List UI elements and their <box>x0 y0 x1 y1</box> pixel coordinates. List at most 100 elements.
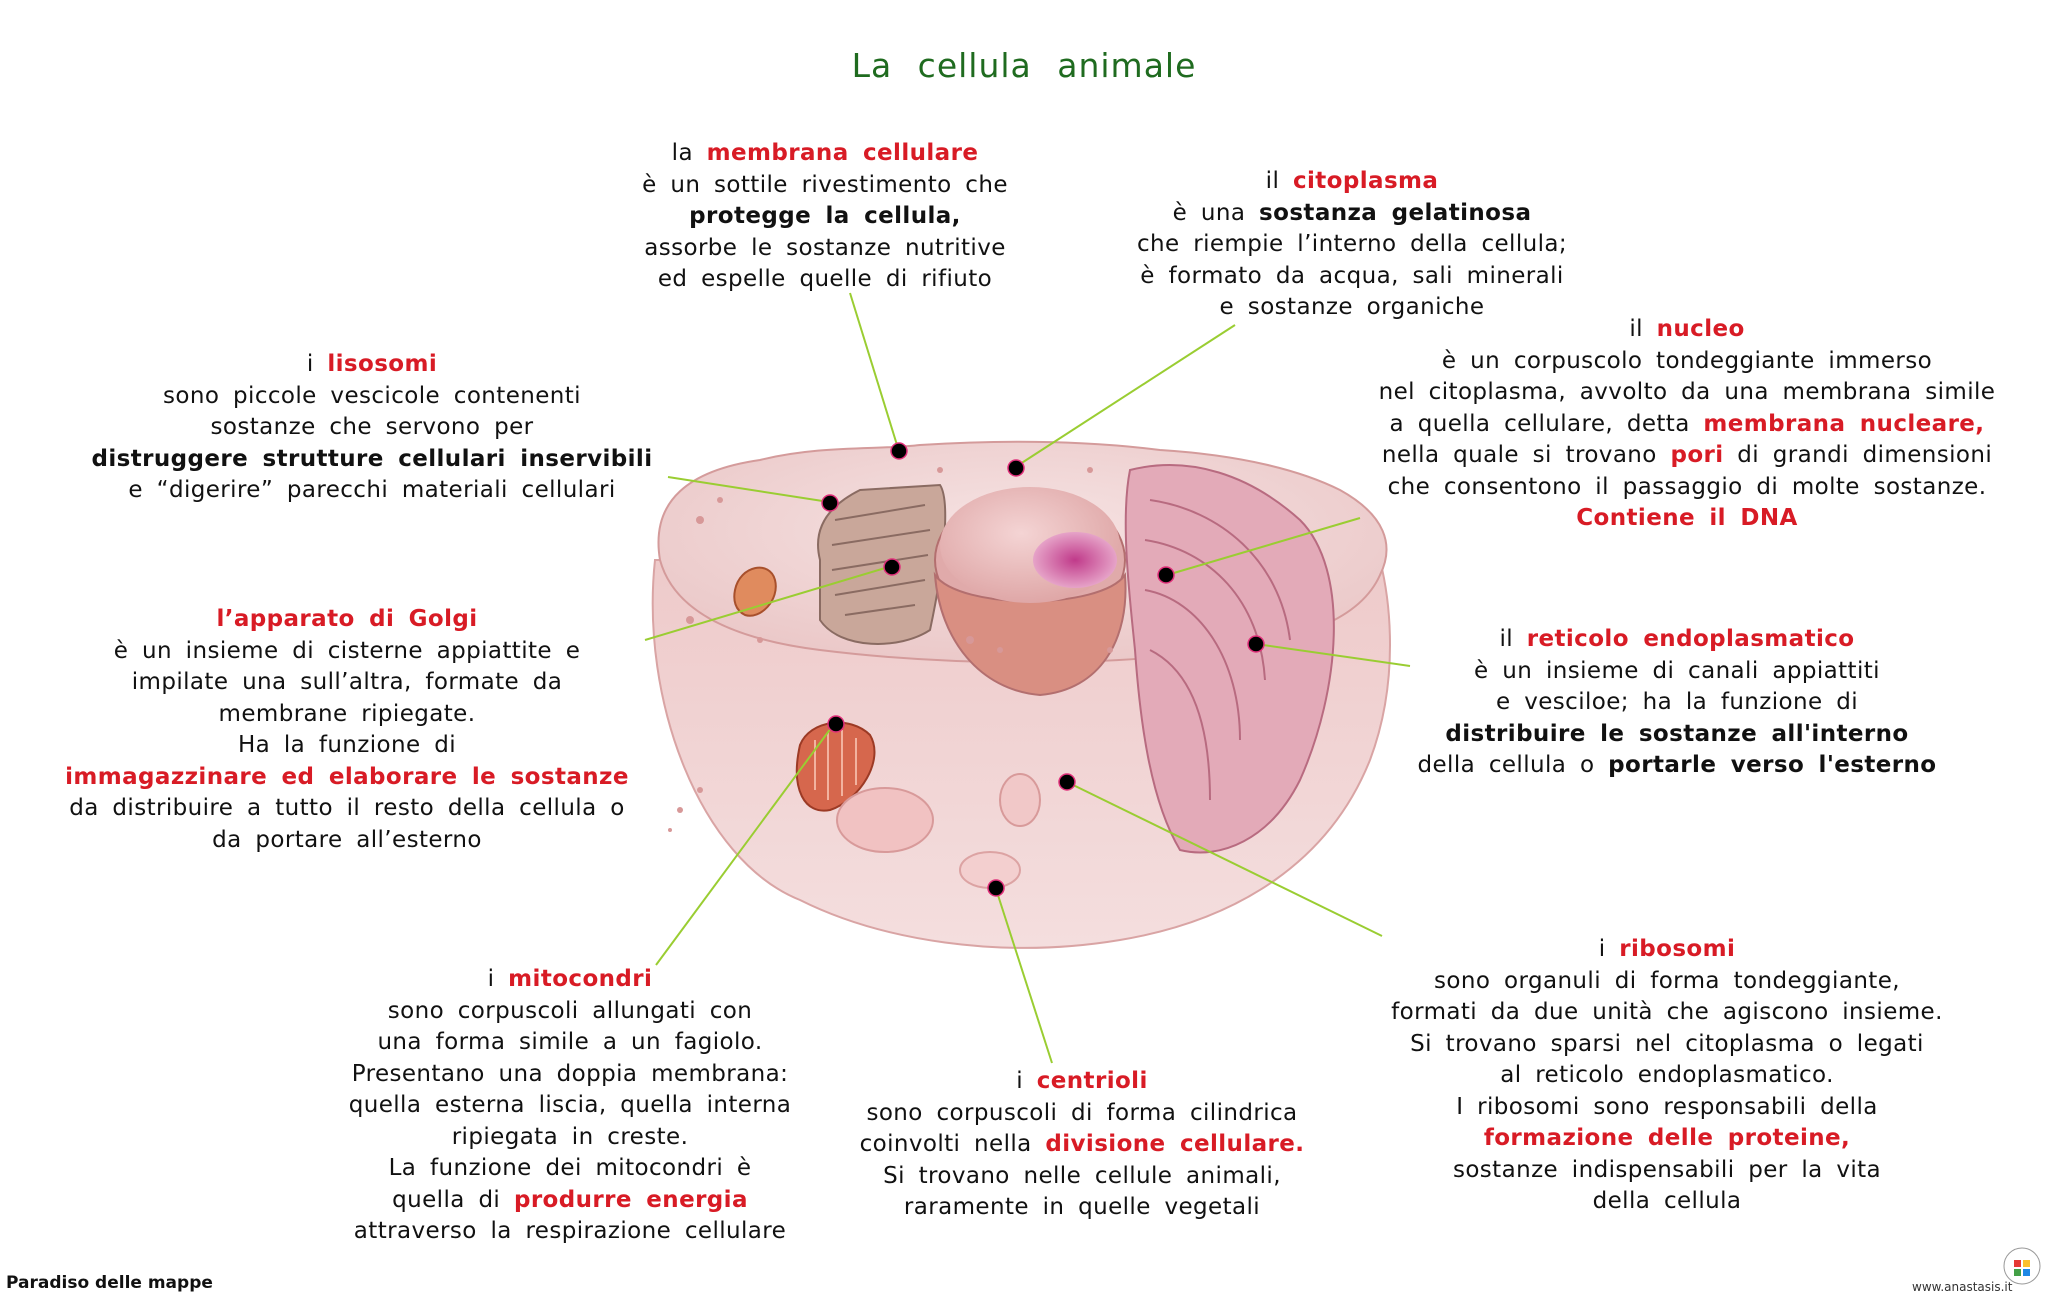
text: coinvolti nella <box>859 1131 1046 1157</box>
footer-credit: Paradiso delle mappe <box>6 1273 213 1293</box>
term-lisosomi: lisosomi <box>327 351 438 377</box>
text: è formato da acqua, sali minerali <box>1140 262 1564 289</box>
text: quella di <box>392 1186 514 1213</box>
text: nel citoplasma, avvolto da una membrana … <box>1378 379 1996 405</box>
label-citoplasma: il citoplasma è una sostanza gelatinosa … <box>1092 166 1612 324</box>
label-lisosomi: i lisosomi sono piccole vescicole conten… <box>62 349 682 507</box>
term-reticolo-endoplasmatico: reticolo endoplasmatico <box>1526 626 1855 652</box>
page-title: La cellula animale <box>851 46 1197 85</box>
text: è un insieme di canali appiattiti <box>1474 657 1880 684</box>
label-membrana-cellulare: la membrana cellulare è un sottile rives… <box>560 138 1090 296</box>
term-centrioli: centrioli <box>1036 1068 1148 1094</box>
supermappe-logo <box>2003 1247 2041 1285</box>
dot-ribosomi <box>1058 773 1076 791</box>
term-immagazzinare: immagazzinare ed elaborare le sostanze <box>65 763 629 790</box>
endoplasmic-reticulum <box>1124 464 1335 854</box>
vesicle <box>836 787 934 853</box>
text: portarle verso l'esterno <box>1608 752 1937 778</box>
text: I ribosomi sono responsabili della <box>1456 1093 1878 1120</box>
text: nella quale si trovano <box>1381 442 1671 468</box>
text: raramente in quelle vegetali <box>903 1194 1261 1220</box>
leader-golgi <box>644 565 893 641</box>
term-membrana-nucleare: membrana nucleare, <box>1703 410 1985 437</box>
leader-citoplasma <box>1016 324 1236 467</box>
text: membrane ripiegate. <box>218 700 476 727</box>
text: i <box>1598 936 1620 962</box>
label-reticolo-endoplasmatico: il reticolo endoplasmatico è un insieme … <box>1392 624 1962 782</box>
leader-nucleo <box>1166 517 1361 576</box>
text: a quella cellulare, detta <box>1389 410 1704 437</box>
text: i <box>306 351 328 377</box>
text: Si trovano sparsi nel citoplasma o legat… <box>1410 1030 1924 1057</box>
text: impilate una sull’altra, formate da <box>131 669 563 695</box>
text: protegge la cellula, <box>689 203 961 229</box>
text: che riempie l’interno della cellula; <box>1136 231 1568 257</box>
nucleus <box>933 487 1127 697</box>
footer-url[interactable]: www.anastasis.it <box>1912 1280 2013 1294</box>
text: ripiegata in creste. <box>451 1123 689 1150</box>
dot-citoplasma <box>1007 459 1025 477</box>
text: e “digerire” parecchi materiali cellular… <box>128 477 616 503</box>
text: è una <box>1172 199 1260 226</box>
text: quella esterna liscia, quella interna <box>348 1092 792 1118</box>
text: attraverso la respirazione cellulare <box>353 1218 787 1244</box>
text: sono corpuscoli di forma cilindrica <box>866 1099 1298 1126</box>
text: al reticolo endoplasmatico. <box>1500 1062 1834 1088</box>
text: Si trovano nelle cellule animali, <box>883 1162 1281 1189</box>
text: distruggere strutture cellulari inservib… <box>91 445 653 472</box>
term-mitocondri: mitocondri <box>508 966 653 992</box>
leader-lisosomi <box>667 476 830 503</box>
text: della cellula o <box>1417 752 1609 778</box>
term-contiene-dna: Contiene il DNA <box>1576 505 1798 531</box>
term-ribosomi: ribosomi <box>1619 936 1736 962</box>
text: ed espelle quelle di rifiuto <box>657 266 993 292</box>
ribosome-speckles <box>668 467 1113 832</box>
dot-mitocondri <box>827 715 845 733</box>
text: Ha la funzione di <box>237 732 457 758</box>
dot-membrana <box>890 442 908 460</box>
text: è un corpuscolo tondeggiante immerso <box>1441 347 1933 374</box>
text: di grandi dimensioni <box>1723 442 1993 468</box>
label-centrioli: i centrioli sono corpuscoli di forma cil… <box>822 1066 1342 1224</box>
label-mitocondri: i mitocondri sono corpuscoli allungati c… <box>300 964 840 1248</box>
text: da distribuire a tutto il resto della ce… <box>69 795 625 821</box>
term-citoplasma: citoplasma <box>1292 168 1439 194</box>
text: i <box>487 966 509 992</box>
text: sostanze che servono per <box>210 414 534 440</box>
text: è un insieme di cisterne appiattite e <box>113 637 581 664</box>
text: sono piccole vescicole contenenti <box>163 382 581 409</box>
text: sostanze indispensabili per la vita <box>1452 1156 1882 1183</box>
text: sono organuli di forma tondeggiante, <box>1434 967 1900 994</box>
text: sostanza gelatinosa <box>1259 199 1532 226</box>
leader-reticolo <box>1255 643 1411 667</box>
label-ribosomi: i ribosomi sono organuli di forma tondeg… <box>1362 934 1972 1218</box>
dot-centrioli <box>987 879 1005 897</box>
label-nucleo: il nucleo è un corpuscolo tondeggiante i… <box>1342 314 2032 535</box>
text: e sostanze organiche <box>1219 294 1485 320</box>
dot-golgi <box>883 558 901 576</box>
text: sono corpuscoli allungati con <box>387 997 753 1024</box>
term-divisione-cellulare: divisione cellulare. <box>1045 1131 1305 1157</box>
label-apparato-golgi: l’apparato di Golgi è un insieme di cist… <box>52 604 642 856</box>
term-pori: pori <box>1670 442 1724 468</box>
leader-membrana <box>849 292 898 446</box>
term-membrana-cellulare: membrana cellulare <box>706 140 979 166</box>
term-apparato-golgi: l’apparato di Golgi <box>216 606 478 632</box>
pointer-dots <box>821 442 1265 897</box>
dot-reticolo <box>1247 635 1265 653</box>
text: della cellula <box>1592 1188 1742 1214</box>
text: La funzione dei mitocondri è <box>388 1155 752 1181</box>
term-produrre-energia: produrre energia <box>513 1186 748 1213</box>
vesicle <box>999 773 1041 827</box>
text: che consentono il passaggio di molte sos… <box>1387 473 1987 500</box>
text: il <box>1265 168 1293 194</box>
text: la <box>671 140 707 166</box>
text: da portare all’esterno <box>212 826 482 853</box>
leader-centrioli <box>995 888 1053 1064</box>
leader-lines <box>644 292 1411 1064</box>
text: è un sottile rivestimento che <box>642 171 1008 198</box>
dot-lisosomi <box>821 494 839 512</box>
text: il <box>1629 316 1657 342</box>
term-nucleo: nucleo <box>1656 316 1745 342</box>
